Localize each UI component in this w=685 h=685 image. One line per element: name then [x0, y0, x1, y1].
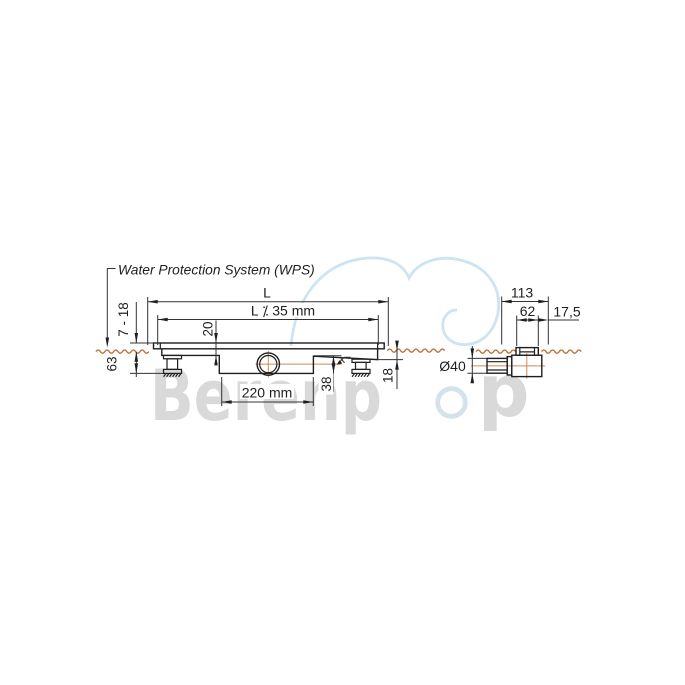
- outlet-circle: [256, 352, 281, 376]
- floor-level-lines: [95, 348, 582, 354]
- dim-label-20: 20: [201, 321, 216, 336]
- dim-label-63: 63: [105, 356, 120, 371]
- dim-label-62: 62: [520, 303, 536, 319]
- dim-label-113: 113: [511, 285, 534, 301]
- dim-label-L-minus-35: L ⁒ 35 mm: [251, 303, 315, 319]
- dim-label-38: 38: [319, 376, 334, 391]
- dim-label-18: 18: [381, 368, 396, 383]
- dim-label-dia-40: Ø40: [439, 358, 466, 374]
- adjustable-foot-left: [162, 354, 183, 378]
- adjustable-foot-right: [351, 358, 371, 378]
- dim-label-7-18: 7 - 18: [116, 302, 131, 337]
- dimension-labels: Water Protection System (WPS) L L ⁒ 35 m…: [105, 263, 581, 401]
- water-drop-icon: [435, 386, 468, 419]
- watermark-cloud-shape: [289, 256, 500, 347]
- wps-label: Water Protection System (WPS): [118, 263, 315, 278]
- dim-label-L: L: [263, 285, 271, 301]
- dimension-lines: [105, 268, 579, 406]
- dim-label-17-5: 17,5: [553, 304, 580, 320]
- dim-label-220mm: 220 mm: [242, 385, 293, 401]
- pipe-flange: [506, 355, 513, 376]
- slope-arrow-icon: [336, 356, 351, 365]
- grate-plate: [152, 342, 385, 350]
- channel-drain-side-view: [152, 342, 385, 378]
- trap-end-view: [471, 346, 546, 379]
